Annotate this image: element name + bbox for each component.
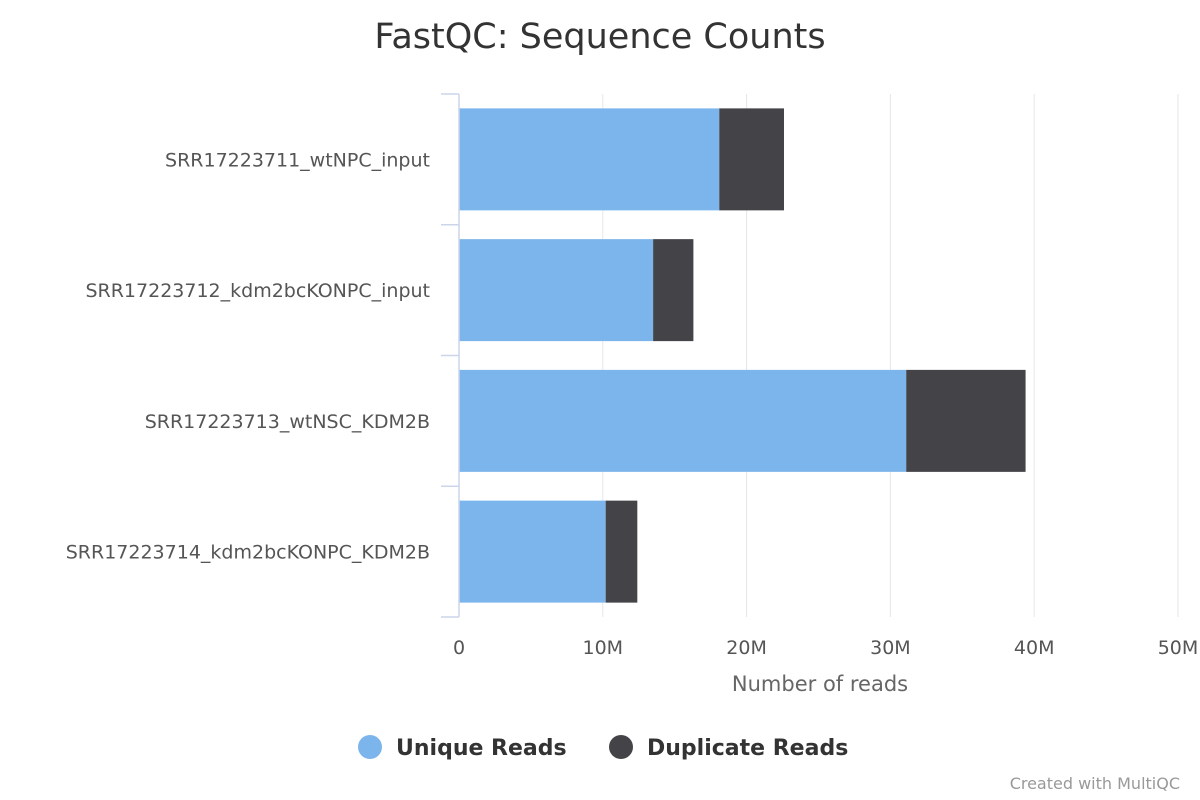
bar-unique-reads[interactable] (459, 369, 907, 472)
x-axis-title: Number of reads (732, 672, 908, 696)
legend-marker (358, 735, 382, 759)
legend[interactable]: Unique Reads Duplicate Reads (358, 735, 848, 761)
category-label: SRR17223714_kdm2bcKONPC_KDM2B (66, 542, 430, 564)
x-tick-labels: 0 10M 20M 30M 40M 50M (453, 637, 1198, 659)
chart-title: FastQC: Sequence Counts (374, 17, 825, 57)
bar-duplicate-reads[interactable] (719, 108, 784, 211)
x-tick-label: 30M (870, 637, 911, 659)
legend-item-unique-reads[interactable]: Unique Reads (358, 735, 567, 761)
x-tick-label: 50M (1158, 637, 1199, 659)
bar-duplicate-reads[interactable] (906, 369, 1026, 472)
category-label: SRR17223713_wtNSC_KDM2B (145, 411, 430, 433)
x-tick-label: 40M (1014, 637, 1055, 659)
bar-unique-reads[interactable] (459, 239, 654, 342)
bar-unique-reads[interactable] (459, 108, 720, 211)
axes (441, 93, 460, 618)
legend-label: Unique Reads (396, 736, 567, 761)
x-tick-label: 20M (726, 637, 767, 659)
credit-text: Created with MultiQC (1010, 774, 1180, 793)
legend-marker (609, 735, 633, 759)
legend-label: Duplicate Reads (647, 736, 848, 761)
x-tick-label: 10M (583, 637, 624, 659)
legend-item-duplicate-reads[interactable]: Duplicate Reads (609, 735, 848, 761)
bar-duplicate-reads[interactable] (605, 500, 638, 603)
x-tick-label: 0 (453, 637, 465, 659)
category-label: SRR17223712_kdm2bcKONPC_input (85, 280, 430, 302)
category-labels: SRR17223711_wtNPC_inputSRR17223712_kdm2b… (66, 149, 430, 563)
bar-duplicate-reads[interactable] (653, 239, 694, 342)
bars (459, 108, 1026, 603)
category-label: SRR17223711_wtNPC_input (165, 149, 430, 171)
bar-unique-reads[interactable] (459, 500, 606, 603)
